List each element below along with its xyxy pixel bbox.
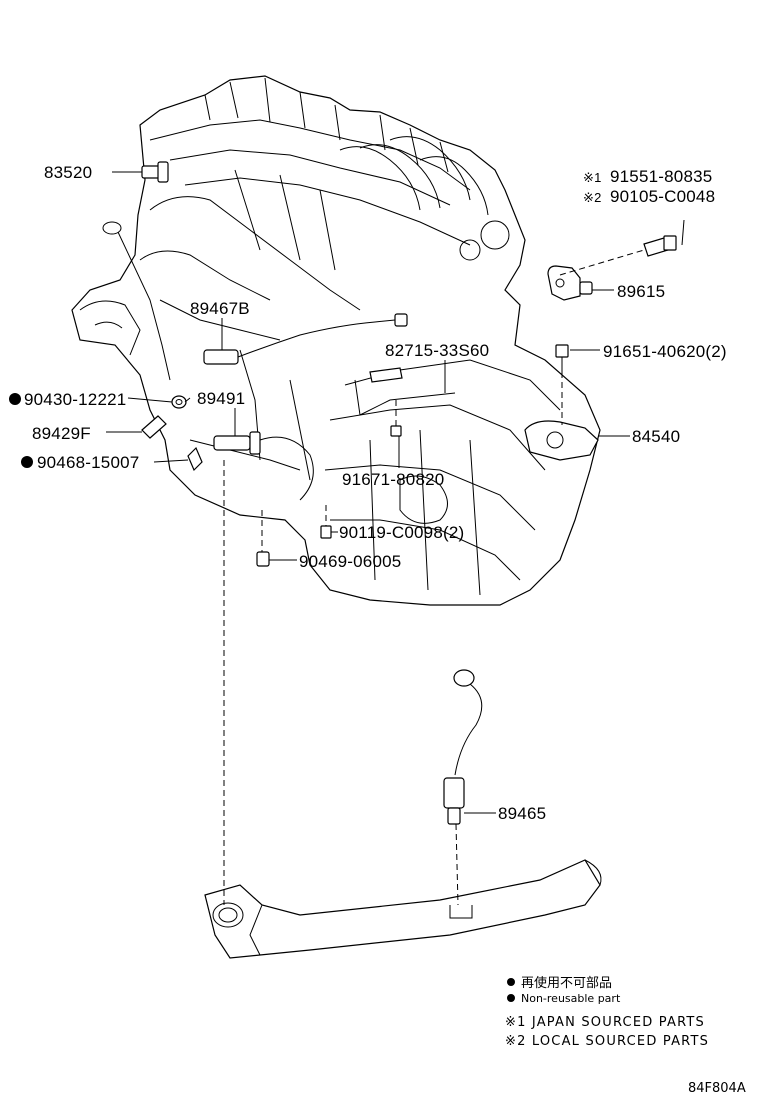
air-fuel-sensor-part	[203, 313, 408, 365]
label-90430-12221: 90430-12221	[24, 390, 126, 409]
exhaust-pipe-illustration	[204, 859, 602, 959]
label-83520: 83520	[44, 163, 92, 182]
clamp-part	[256, 551, 270, 567]
label-90469-06005: 90469-06005	[299, 552, 401, 571]
transmission-bolt-part	[555, 344, 569, 372]
label-90119-c0098: 90119-C0098(2)	[339, 523, 464, 542]
illustration-code: 84F804A	[688, 1081, 746, 1096]
oxygen-sensor-part	[443, 669, 483, 825]
label-91551-80835: 91551-80835	[610, 167, 712, 186]
knock-sensor-part	[547, 265, 593, 301]
label-89465: 89465	[498, 804, 546, 823]
legend-dot-en	[507, 994, 515, 1002]
label-91671-80820: 91671-80820	[342, 470, 444, 489]
legend: 再使用不可部品 Non-reusable part ※1 JAPAN SOURC…	[505, 975, 709, 1049]
legend-nonreusable-en: Non-reusable part	[521, 992, 621, 1005]
neutral-start-switch-part	[524, 420, 599, 461]
engine-assembly-illustration	[71, 75, 601, 606]
temperature-sensor-part	[141, 415, 167, 439]
label-89467b: 89467B	[190, 299, 250, 318]
nonreusable-marker-90468	[21, 456, 33, 468]
wire-clamp-part	[187, 446, 203, 472]
speed-sensor-part	[213, 431, 261, 455]
sensor-bracket-part	[354, 367, 456, 416]
label-82715-33s60: 82715-33S60	[385, 341, 489, 360]
leader-lines	[106, 171, 685, 906]
japan-source-mark: ※1	[583, 170, 602, 185]
label-90105-c0048: 90105-C0048	[610, 187, 715, 206]
local-source-mark: ※2	[583, 190, 602, 205]
label-89491: 89491	[197, 389, 245, 408]
sensor-bolt-part	[320, 525, 332, 539]
label-89615: 89615	[617, 282, 665, 301]
legend-japan-sourced: ※1 JAPAN SOURCED PARTS	[505, 1015, 705, 1030]
legend-dot-jp	[507, 978, 515, 986]
label-89429f: 89429F	[32, 424, 91, 443]
label-90468-15007: 90468-15007	[37, 453, 139, 472]
oil-pressure-switch-part	[141, 161, 169, 183]
gasket-part	[171, 395, 187, 409]
knock-sensor-bolt-part	[643, 235, 677, 257]
label-84540: 84540	[632, 427, 680, 446]
legend-local-sourced: ※2 LOCAL SOURCED PARTS	[505, 1034, 709, 1049]
legend-nonreusable-jp: 再使用不可部品	[521, 975, 612, 991]
nonreusable-marker-90430	[9, 393, 21, 405]
bracket-bolt-part	[390, 425, 402, 437]
label-91651-40620: 91651-40620(2)	[603, 342, 727, 361]
